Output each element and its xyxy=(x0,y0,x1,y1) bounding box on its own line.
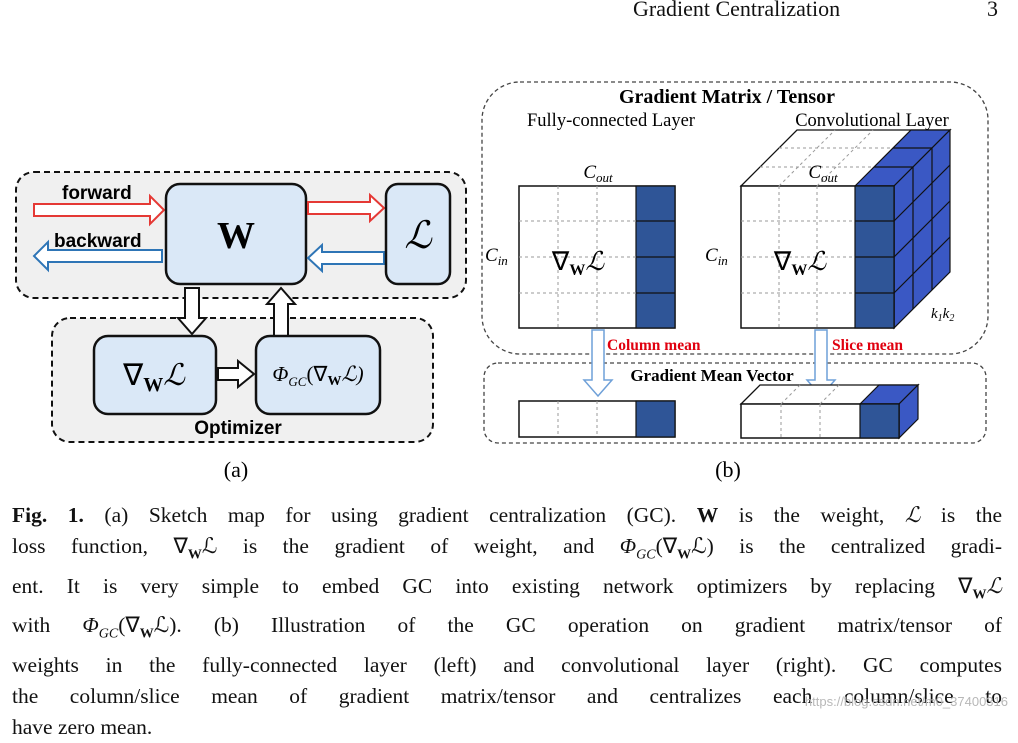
column-mean-arrow xyxy=(582,329,614,398)
figure-label: Fig. 1. xyxy=(12,503,84,527)
loss-box xyxy=(384,182,452,286)
gradient-box xyxy=(92,334,218,416)
loss-symbol: ℒ xyxy=(404,215,433,257)
backward-label: backward xyxy=(54,231,142,252)
tensor-region xyxy=(481,81,989,355)
conv-gradient-symbol: ∇Wℒ xyxy=(773,247,827,279)
conv-cin-label: Cin xyxy=(705,245,728,268)
backward-arrow-left xyxy=(32,239,163,273)
caption-line-1: Fig. 1. (a) Sketch map for using gradien… xyxy=(12,503,1003,527)
backward-arrow-right xyxy=(306,242,385,274)
panel-a-label: (a) xyxy=(224,457,248,482)
caption-line-4: with ΦGC(∇Wℒ). (b) Illustration of the G… xyxy=(12,613,1003,642)
panel-b-label: (b) xyxy=(715,457,741,482)
centralized-gradient-symbol: ΦGC(∇Wℒ) xyxy=(272,362,363,389)
fc-cin-label: Cin xyxy=(485,245,508,268)
caption-line-5: weights in the fully-connected layer (le… xyxy=(12,652,1002,677)
weight-box xyxy=(164,182,308,286)
centralized-gradient-box xyxy=(254,334,382,416)
fc-layer-label: Fully-connected Layer xyxy=(527,111,695,131)
forward-arrow-right xyxy=(307,192,386,224)
figure-1: forward backward W ℒ ∇Wℒ ΦGC(∇Wℒ) Optimi… xyxy=(15,81,989,482)
conv-cout-label: Cout xyxy=(808,162,838,185)
caption-line-2: loss function, ∇Wℒ is the gradient of we… xyxy=(12,534,1002,563)
conv-layer-label: Convolutional Layer xyxy=(795,111,949,131)
column-mean-label: Column mean xyxy=(607,337,701,354)
caption-line-6: the column/slice mean of gradient matrix… xyxy=(12,683,1002,708)
up-arrow xyxy=(264,286,298,337)
caption-line-3: ent. It is very simple to embed GC into … xyxy=(12,573,1002,602)
fc-cout-label: Cout xyxy=(583,162,613,185)
forward-label: forward xyxy=(62,183,132,204)
mean-vector-label: Gradient Mean Vector xyxy=(630,366,794,385)
fc-gradient-matrix xyxy=(518,185,676,329)
weight-symbol: W xyxy=(217,215,255,257)
fc-mean-vector xyxy=(518,400,676,438)
conv-gradient-tensor xyxy=(739,128,952,330)
down-arrow xyxy=(175,287,209,336)
fc-gradient-symbol: ∇Wℒ xyxy=(551,247,605,279)
slice-mean-label: Slice mean xyxy=(832,337,903,354)
figure-caption: Fig. 1. (a) Sketch map for using gradien… xyxy=(12,500,1002,743)
forward-arrow-left xyxy=(33,193,166,227)
tensor-title: Gradient Matrix / Tensor xyxy=(619,86,835,108)
kernel-size-label: k1k2 xyxy=(931,306,954,324)
conv-mean-vector xyxy=(739,383,920,440)
mean-vector-region xyxy=(483,362,987,444)
centralize-arrow xyxy=(217,358,256,390)
caption-line-7: have zero mean. xyxy=(12,715,153,740)
gradient-symbol: ∇Wℒ xyxy=(122,359,186,396)
watermark: https://blog.csdn.net/m0_37400316 xyxy=(804,694,1008,709)
optimizer-label: Optimizer xyxy=(194,418,282,439)
running-title: Gradient Centralization xyxy=(633,0,841,21)
page-number: 3 xyxy=(987,0,998,21)
